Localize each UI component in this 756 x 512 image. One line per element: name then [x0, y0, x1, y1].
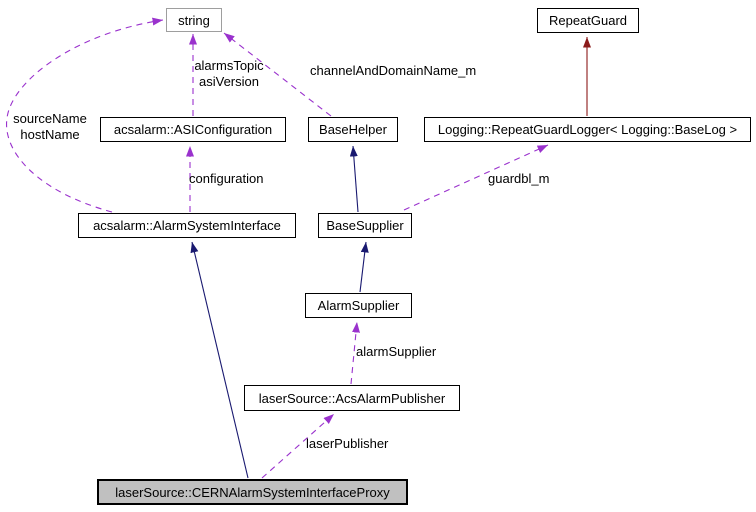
edge-label-guardbl: guardbl_m [488, 171, 550, 186]
edge-alarmsysteminterface-to-string [6, 17, 164, 213]
edge-cernproxy-to-acsalarmpublisher [261, 413, 335, 479]
node-alarm-system-interface[interactable]: acsalarm::AlarmSystemInterface [78, 213, 296, 238]
edge-basesupplier-inherits-basehelper [349, 145, 359, 213]
node-repeat-guard[interactable]: RepeatGuard [537, 8, 639, 33]
node-repeat-guard-logger[interactable]: Logging::RepeatGuardLogger< Logging::Bas… [424, 117, 751, 142]
node-base-supplier[interactable]: BaseSupplier [318, 213, 412, 238]
edge-label-configuration: configuration [189, 171, 264, 186]
edge-label-laser-publisher: laserPublisher [306, 436, 389, 451]
edge-basehelper-to-string [223, 32, 332, 117]
edge-label-alarms-topic-asi-version: alarmsTopic asiVersion [194, 58, 264, 89]
edge-alarmsupplier-inherits-basesupplier [359, 241, 369, 293]
node-string[interactable]: string [166, 8, 222, 32]
edge-basesupplier-to-repeatguardlogger [403, 144, 549, 211]
edge-label-source-name-host-name: sourceName hostName [13, 111, 87, 142]
node-cern-alarm-system-interface-proxy: laserSource::CERNAlarmSystemInterfacePro… [97, 479, 408, 505]
node-base-helper[interactable]: BaseHelper [308, 117, 398, 142]
edge-label-channel-and-domain-name: channelAndDomainName_m [310, 63, 477, 78]
edge-cernproxy-inherits-alarmsysteminterface [190, 241, 249, 479]
edge-label-alarm-supplier: alarmSupplier [356, 344, 437, 359]
node-alarm-supplier[interactable]: AlarmSupplier [305, 293, 412, 318]
node-asi-configuration[interactable]: acsalarm::ASIConfiguration [100, 117, 286, 142]
node-acs-alarm-publisher[interactable]: laserSource::AcsAlarmPublisher [244, 385, 460, 411]
